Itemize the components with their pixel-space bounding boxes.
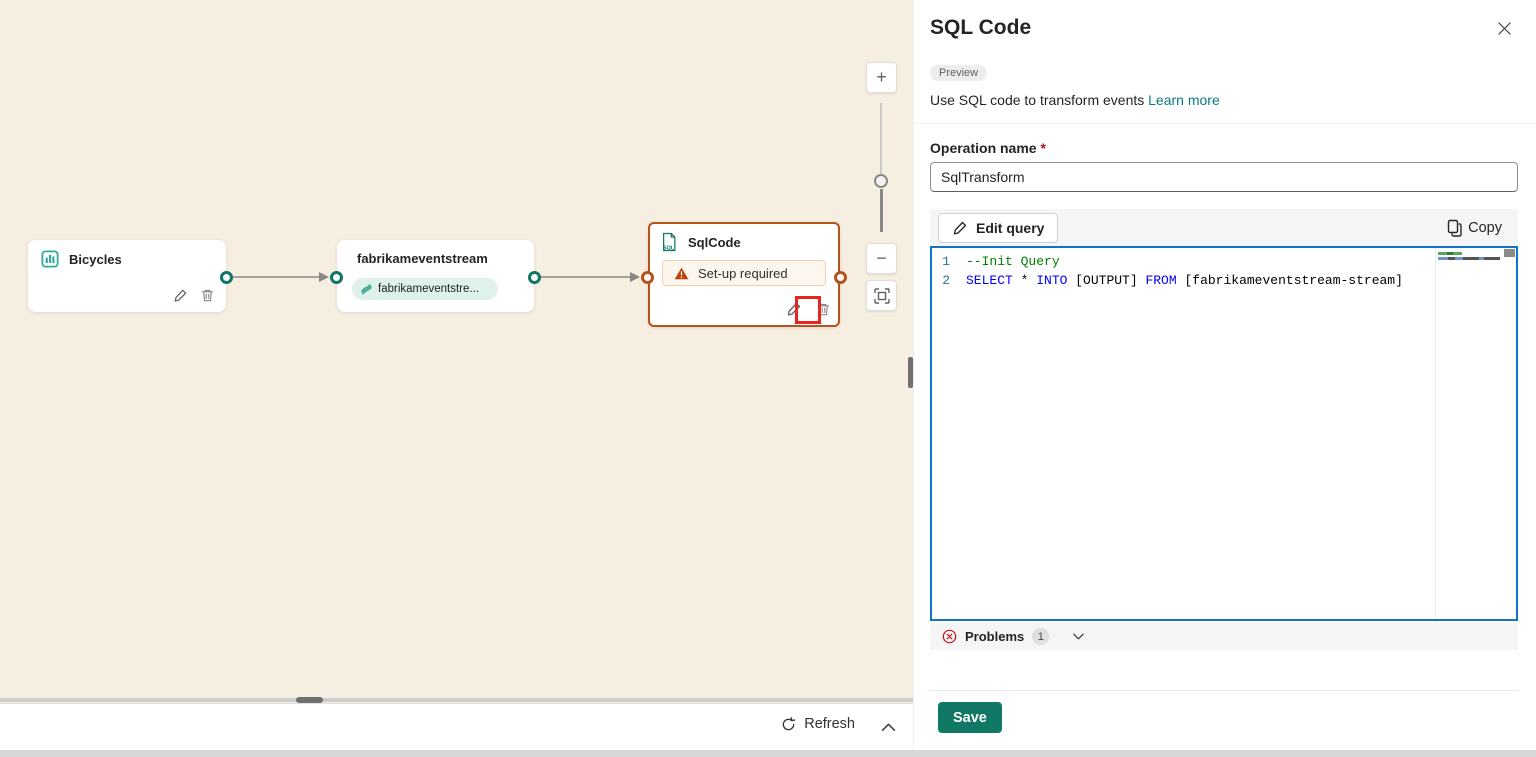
node-sqlcode-selected[interactable]: SQL SqlCode Set-up required — [641, 222, 847, 327]
zoom-out-button[interactable]: − — [866, 243, 897, 274]
canvas-hscrollbar[interactable] — [0, 698, 913, 702]
required-asterisk: * — [1040, 140, 1046, 156]
edit-node-icon[interactable] — [785, 300, 803, 318]
canvas-vscrollbar-thumb[interactable] — [908, 357, 913, 388]
setup-required-warning: Set-up required — [662, 260, 826, 286]
output-connector[interactable] — [528, 271, 541, 284]
refresh-button[interactable]: Refresh — [781, 716, 855, 732]
window-bottom-edge — [0, 750, 1536, 757]
warning-label: Set-up required — [698, 265, 788, 281]
problems-count-badge: 1 — [1032, 628, 1050, 645]
node-title: SqlCode — [688, 234, 741, 250]
delete-node-icon[interactable] — [198, 286, 216, 304]
footer-divider — [930, 690, 1518, 691]
node-title: fabrikameventstream — [357, 251, 488, 266]
problems-label: Problems — [965, 629, 1025, 644]
minimap-divider — [1435, 248, 1436, 619]
operation-name-input[interactable] — [930, 162, 1518, 192]
error-icon — [942, 629, 957, 644]
refresh-icon — [782, 716, 796, 730]
panel-description: Use SQL code to transform events Learn m… — [930, 92, 1220, 108]
line-number: 1 — [942, 254, 950, 269]
editor-minimap[interactable] — [1438, 252, 1500, 260]
panel-title: SQL Code — [930, 16, 1032, 39]
node-title: Bicycles — [69, 251, 122, 267]
copy-button[interactable]: Copy — [1447, 219, 1502, 237]
code-line: 1 --Init Query — [932, 252, 1516, 271]
collapse-panel-chevron[interactable] — [880, 719, 897, 736]
line-number: 2 — [942, 273, 950, 288]
delete-node-icon[interactable] — [814, 300, 832, 318]
copy-icon — [1447, 219, 1462, 237]
edit-query-button[interactable]: Edit query — [938, 212, 1059, 243]
warning-icon — [674, 267, 689, 279]
zoom-slider-handle[interactable] — [874, 174, 888, 188]
operation-name-label: Operation name * — [930, 140, 1046, 156]
refresh-label: Refresh — [804, 716, 855, 732]
annotation-highlight-box — [795, 296, 821, 324]
node-bicycles[interactable]: Bicycles — [28, 240, 233, 312]
edit-node-icon[interactable] — [171, 286, 189, 304]
zoom-slider-track-lower[interactable] — [880, 189, 883, 232]
code-line: 2 SELECT * INTO [OUTPUT] FROM [fabrikame… — [932, 271, 1516, 290]
canvas-bottom-bar: Refresh — [0, 703, 913, 750]
preview-badge: Preview — [930, 65, 988, 81]
stream-pill[interactable]: fabrikameventstre... — [352, 278, 498, 300]
editor-toolbar: Edit query Copy — [930, 209, 1518, 246]
stream-icon — [361, 283, 372, 295]
svg-text:SQL: SQL — [663, 246, 675, 252]
output-connector[interactable] — [220, 271, 233, 284]
header-divider — [914, 123, 1536, 124]
input-connector[interactable] — [330, 271, 343, 284]
sql-code-icon: SQL — [660, 232, 678, 252]
edge-connections — [233, 272, 640, 282]
stream-pill-label: fabrikameventstre... — [378, 283, 479, 295]
close-panel-button[interactable] — [1494, 18, 1514, 38]
sample-data-icon — [41, 250, 59, 268]
zoom-in-button[interactable]: + — [866, 62, 897, 93]
fit-to-screen-button[interactable] — [866, 280, 897, 311]
canvas-hscrollbar-thumb[interactable] — [296, 697, 323, 703]
input-connector[interactable] — [641, 271, 654, 284]
node-eventstream[interactable]: fabrikameventstream fabrikameventstre... — [330, 240, 541, 312]
problems-bar[interactable]: Problems 1 — [930, 623, 1518, 650]
save-button[interactable]: Save — [938, 702, 1002, 733]
fit-to-screen-icon — [873, 287, 890, 304]
output-connector[interactable] — [834, 271, 847, 284]
zoom-slider-track[interactable] — [880, 103, 882, 177]
expand-problems-chevron[interactable] — [1071, 629, 1086, 644]
sql-code-editor[interactable]: 1 --Init Query 2 SELECT * INTO [OUTPUT] … — [930, 246, 1518, 621]
flow-canvas[interactable]: Bicycles fabrikameventstream — [0, 0, 913, 703]
sql-code-panel: SQL Code Preview Use SQL code to transfo… — [913, 0, 1536, 750]
learn-more-link[interactable]: Learn more — [1148, 92, 1220, 108]
pencil-icon — [953, 221, 967, 235]
editor-scrollbar-thumb[interactable] — [1504, 249, 1515, 257]
